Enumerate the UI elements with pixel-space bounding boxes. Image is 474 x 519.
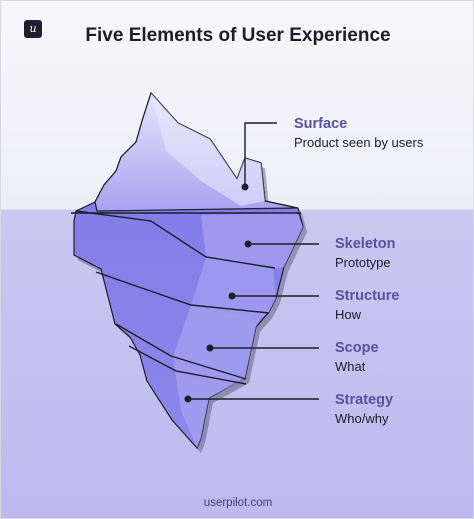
divider-strategy-base	[128, 345, 247, 385]
surface-description: Product seen by users	[294, 135, 424, 150]
structure-description: How	[335, 307, 362, 322]
skeleton-facet	[201, 213, 303, 269]
footer-source: userpilot.com	[203, 497, 273, 509]
scope-description: What	[335, 359, 366, 374]
callout-skeleton	[244, 240, 319, 248]
skeleton-description: Prototype	[335, 255, 391, 270]
surface-name: Surface	[294, 116, 348, 132]
scope-label: Scope What	[335, 339, 379, 376]
structure-facet	[191, 257, 276, 319]
scope-name: Scope	[335, 340, 379, 356]
callout-scope	[206, 344, 319, 352]
strategy-name: Strategy	[335, 392, 394, 408]
callout-structure	[228, 292, 319, 300]
callout-strategy	[184, 395, 319, 403]
divider-skeleton-structure	[75, 210, 276, 269]
structure-name: Structure	[335, 288, 400, 304]
strategy-description: Who/why	[335, 411, 389, 426]
skeleton-name: Skeleton	[335, 236, 396, 252]
surface-highlight	[151, 93, 265, 206]
structure-label: Structure How	[335, 287, 399, 324]
userpilot-logo: u	[24, 20, 42, 38]
strategy-label: Strategy Who/why	[335, 391, 393, 428]
divider-structure-scope	[95, 271, 270, 314]
surface-label: Surface Product seen by users	[294, 115, 423, 152]
skeleton-label: Skeleton Prototype	[335, 235, 395, 272]
page-title: Five Elements of User Experience	[85, 25, 391, 46]
callout-surface	[241, 122, 277, 191]
divider-scope-strategy	[115, 323, 247, 380]
